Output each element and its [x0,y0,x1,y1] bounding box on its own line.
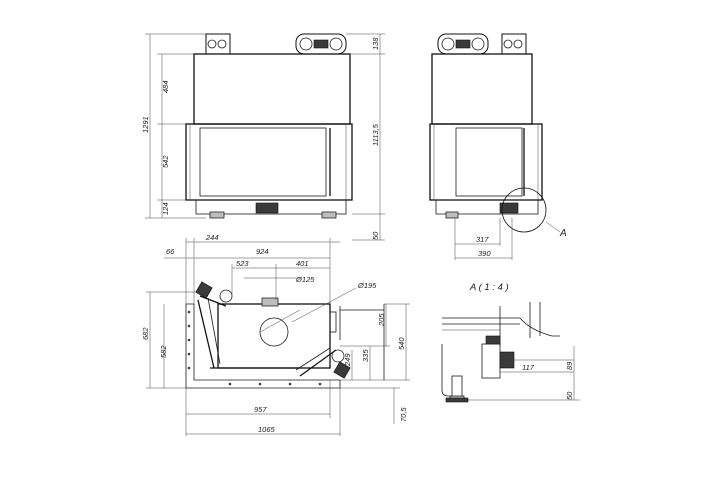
dim-542: 542 [161,155,170,168]
detail-circle-a [501,187,547,233]
dim-1113: 1113,5 [371,123,380,146]
dim-682: 682 [141,327,150,340]
dim-66: 66 [166,247,175,256]
dim-582: 582 [159,345,168,358]
dim-50-front: 50 [371,231,380,240]
side-view: A 317 390 [429,33,567,260]
dim-89: 89 [565,361,574,370]
front-glass [199,127,327,197]
dim-924: 924 [256,247,269,256]
dim-117: 117 [522,363,535,372]
plan-flue-circle [259,317,289,347]
dim-484: 484 [161,80,170,93]
dim-205: 205 [377,313,386,327]
dim-1065: 1065 [258,425,276,434]
detail-foot-block [481,343,501,379]
dim-390: 390 [478,249,491,258]
front-right-handle [295,33,347,55]
side-left-handle [437,33,489,55]
side-glass-frame [429,123,543,201]
dim-50-detail: 50 [565,391,574,400]
dim-124: 124 [161,202,170,215]
side-base [435,199,539,215]
dim-523: 523 [236,259,249,268]
side-glass [455,127,523,197]
dim-957: 957 [254,405,267,414]
dim-317: 317 [476,235,489,244]
dim-d195: Ø195 [357,281,377,290]
front-upper-body [193,53,351,125]
front-glass-frame [185,123,353,201]
dim-d125: Ø125 [295,275,315,284]
dim-1291: 1291 [141,116,150,133]
side-right-handle [501,33,527,55]
dim-401: 401 [296,259,309,268]
side-upper-body [431,53,533,125]
detail-a: A ( 1 : 4 ) 117 89 50 [441,282,580,403]
detail-marker-a: A [559,228,567,239]
front-view: 1291 484 542 124 138 1113,5 50 [141,33,385,241]
dim-335: 335 [361,349,370,362]
dim-138: 138 [371,37,380,50]
front-base [195,199,347,215]
front-left-handle [205,33,231,55]
detail-title: A ( 1 : 4 ) [469,282,509,293]
plan-view: 66 244 924 523 401 Ø125 Ø195 682 582 205… [141,233,410,436]
dim-540: 540 [397,337,406,350]
dim-244: 244 [205,233,219,242]
dim-70-5: 70,5 [399,407,408,422]
dim-249: 249 [343,353,352,367]
